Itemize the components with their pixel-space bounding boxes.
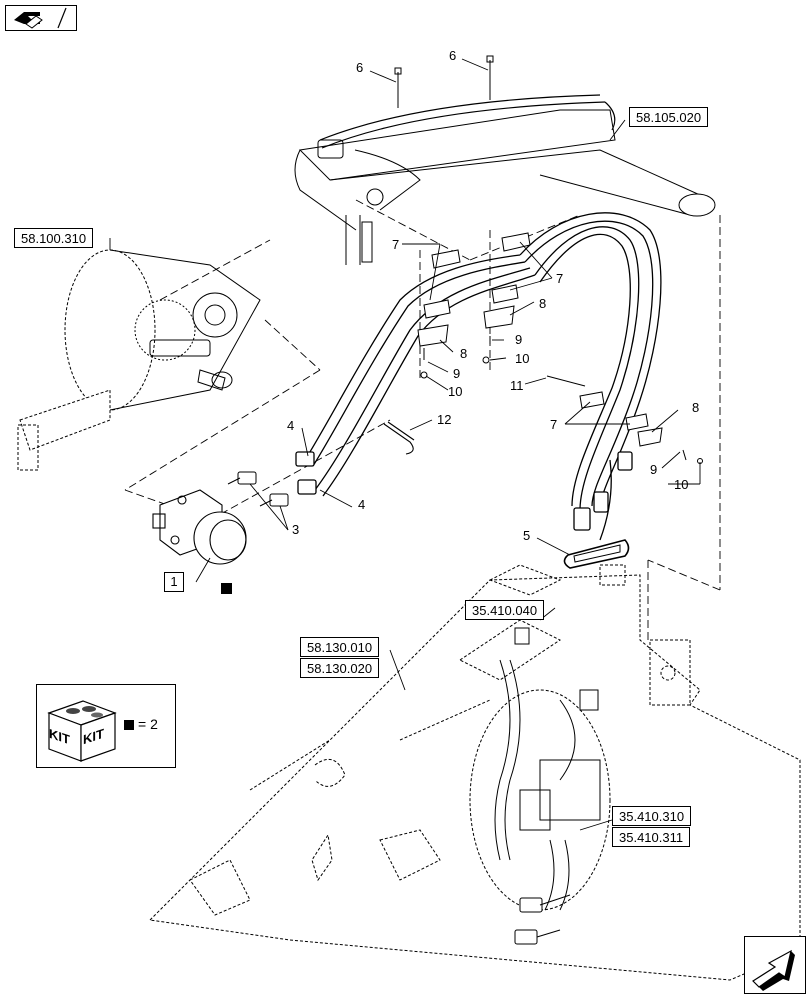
callout-item-5: 5 bbox=[523, 528, 531, 543]
callout-item-10: 10 bbox=[448, 384, 463, 399]
cable-tie bbox=[383, 421, 415, 455]
lower-frame-beam bbox=[17, 389, 111, 471]
kit-quantity: = 2 bbox=[124, 716, 158, 732]
vertical-rod bbox=[345, 215, 373, 265]
kit-marker-icon bbox=[124, 720, 134, 730]
callout-item-1: 1 bbox=[164, 572, 184, 592]
callout-item-9: 9 bbox=[453, 366, 461, 381]
ref-58-130-020[interactable]: 58.130.020 bbox=[300, 658, 380, 678]
callout-item-9: 9 bbox=[515, 332, 523, 347]
kit-quantity-text: = 2 bbox=[138, 716, 158, 732]
callout-item-11: 11 bbox=[510, 378, 524, 393]
callout-item-12: 12 bbox=[437, 412, 452, 427]
gasket bbox=[563, 539, 630, 569]
ref-58-100-310[interactable]: 58.100.310 bbox=[14, 228, 94, 248]
lower-fittings bbox=[514, 894, 571, 945]
drive-wheel-housing bbox=[64, 249, 261, 411]
callout-item-6: 6 bbox=[356, 60, 364, 75]
ref-58-105-020[interactable]: 58.105.020 bbox=[629, 107, 709, 127]
hose-clamps bbox=[417, 232, 663, 447]
hydraulic-motor bbox=[152, 489, 247, 565]
upper-frame-arm bbox=[294, 109, 716, 231]
ref-35-410-310[interactable]: 35.410.310 bbox=[612, 806, 692, 826]
callout-item-8: 8 bbox=[460, 346, 468, 361]
hose-loop-right bbox=[519, 212, 662, 541]
hose-pair-left bbox=[295, 254, 536, 497]
next-page-button[interactable] bbox=[744, 936, 806, 994]
ref-58-130-010[interactable]: 58.130.010 bbox=[300, 637, 380, 657]
lower-chassis bbox=[148, 564, 801, 981]
callout-item-7: 7 bbox=[556, 271, 564, 286]
kit-marker-icon bbox=[221, 583, 232, 594]
callout-item-6: 6 bbox=[449, 48, 457, 63]
callout-item-4: 4 bbox=[358, 497, 366, 512]
callout-item-8: 8 bbox=[539, 296, 547, 311]
fittings bbox=[227, 471, 289, 507]
callout-item-4: 4 bbox=[287, 418, 295, 433]
ref-35-410-040[interactable]: 35.410.040 bbox=[465, 600, 545, 620]
dashed-leaders bbox=[124, 199, 721, 640]
previous-page-icon bbox=[14, 7, 67, 29]
control-valve bbox=[494, 627, 601, 911]
callout-item-7: 7 bbox=[392, 237, 400, 252]
callout-item-10: 10 bbox=[674, 477, 689, 492]
ref-35-410-311[interactable]: 35.410.311 bbox=[612, 827, 691, 847]
callout-item-7: 7 bbox=[550, 417, 558, 432]
top-hydraulic-lines bbox=[319, 94, 616, 149]
callout-item-9: 9 bbox=[650, 462, 658, 477]
small-hardware bbox=[420, 336, 703, 464]
callout-item-8: 8 bbox=[692, 400, 700, 415]
callout-item-10: 10 bbox=[515, 351, 530, 366]
callout-leaders bbox=[109, 58, 701, 831]
next-page-icon bbox=[752, 949, 795, 991]
bolts bbox=[394, 55, 494, 108]
kit-box-icon bbox=[47, 700, 117, 762]
kit-legend: KIT KIT bbox=[36, 684, 176, 768]
previous-page-button[interactable] bbox=[5, 5, 77, 31]
callout-item-3: 3 bbox=[292, 522, 300, 537]
